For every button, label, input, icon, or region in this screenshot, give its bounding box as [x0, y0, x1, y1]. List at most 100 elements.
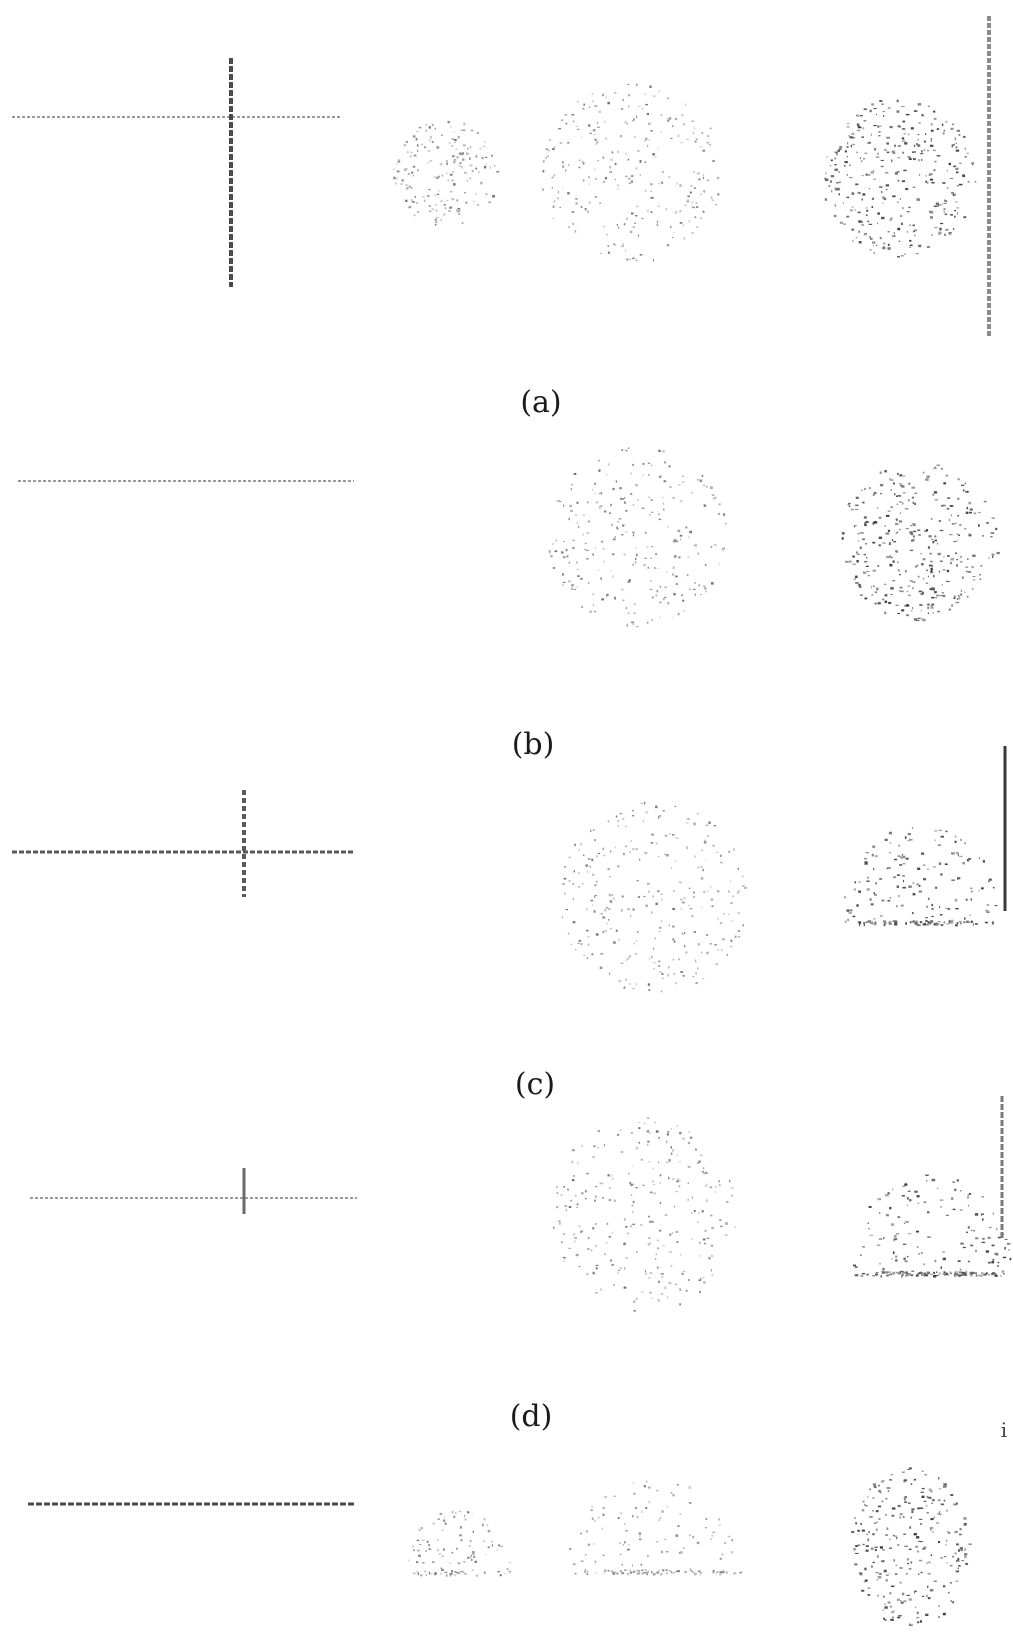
speckle: [926, 924, 929, 926]
speckle: [705, 1172, 709, 1174]
speckle: [882, 1595, 885, 1598]
speckle: [943, 482, 947, 485]
speckle: [737, 936, 741, 938]
speckle: [952, 123, 955, 125]
speckle: [979, 574, 981, 576]
speckle: [587, 501, 589, 504]
speckle: [588, 106, 591, 108]
speckle: [909, 531, 913, 534]
speckle: [872, 245, 874, 247]
speckle: [658, 1569, 660, 1572]
speckle: [598, 110, 601, 113]
speckle: [897, 495, 900, 498]
speckle: [666, 1140, 668, 1143]
speckle: [1002, 1256, 1007, 1259]
speckle: [652, 1167, 654, 1170]
speckle: [614, 178, 616, 181]
speckle: [868, 1228, 870, 1230]
speckle: [943, 208, 946, 211]
speckle: [902, 886, 906, 889]
speckle: [949, 1271, 951, 1274]
speckle: [627, 612, 630, 614]
speckle: [613, 941, 616, 944]
speckle: [716, 176, 720, 180]
speckle: [929, 1589, 934, 1592]
speckle: [922, 923, 925, 926]
speckle: [933, 467, 937, 469]
speckle: [851, 1531, 855, 1533]
speckle: [625, 509, 628, 512]
speckle: [599, 505, 602, 507]
speckle: [951, 144, 955, 146]
speckle: [945, 830, 948, 833]
speckle: [958, 1275, 961, 1277]
speckle: [878, 135, 881, 137]
speckle: [855, 496, 859, 499]
speckle: [645, 103, 648, 106]
speckle: [560, 1194, 563, 1196]
speckle: [590, 829, 592, 833]
speckle: [706, 179, 710, 182]
speckle: [658, 960, 661, 962]
speckle: [965, 1270, 968, 1274]
speckle: [869, 898, 872, 901]
speckle: [646, 113, 649, 116]
speckle: [696, 1541, 700, 1545]
speckle: [906, 614, 909, 617]
speckle: [655, 1258, 657, 1260]
speckle: [681, 932, 684, 935]
speckle: [673, 1205, 676, 1208]
speckle: [655, 1253, 657, 1255]
speckle: [672, 959, 675, 961]
speckle: [992, 1258, 995, 1261]
speckle: [899, 198, 901, 200]
speckle: [895, 1564, 897, 1567]
speckle: [861, 1273, 866, 1275]
speckle: [908, 482, 911, 485]
speckle: [905, 528, 909, 530]
speckle: [919, 604, 923, 606]
speckle: [475, 1574, 479, 1577]
speckle: [737, 911, 740, 915]
speckle: [581, 160, 584, 163]
speckle: [742, 924, 744, 927]
speckle: [694, 959, 697, 962]
row-a: (a): [12, 16, 991, 420]
speckle: [960, 838, 962, 841]
speckle: [614, 92, 617, 94]
speckle: [441, 174, 443, 177]
speckle: [581, 1144, 583, 1147]
speckle: [485, 156, 488, 158]
speckle: [936, 1274, 938, 1277]
speckle: [563, 866, 567, 868]
speckle: [565, 548, 568, 552]
speckle: [401, 179, 404, 182]
speckle: [895, 905, 898, 908]
speckle: [561, 916, 563, 918]
speckle: [425, 1574, 427, 1577]
speckle: [659, 616, 661, 619]
speckle: [692, 1535, 695, 1539]
speckle: [605, 137, 607, 140]
speckle: [710, 1538, 712, 1540]
speckle: [607, 244, 610, 247]
speckle: [950, 214, 953, 216]
speckle: [947, 923, 950, 925]
speckle: [920, 1507, 924, 1509]
speckle: [986, 911, 990, 913]
speckle: [581, 136, 583, 138]
speckle: [908, 246, 912, 248]
speckle: [444, 207, 447, 210]
speckle: [636, 1572, 640, 1575]
speckle: [899, 501, 902, 503]
speckle: [455, 148, 458, 150]
speckle: [700, 217, 703, 220]
speckle: [438, 1553, 441, 1555]
speckle: [959, 162, 962, 164]
speckle: [964, 1272, 967, 1275]
speckle: [943, 556, 945, 558]
speckle: [624, 1541, 626, 1544]
speckle: [712, 497, 715, 500]
speckle: [986, 904, 989, 906]
speckle: [883, 242, 886, 245]
